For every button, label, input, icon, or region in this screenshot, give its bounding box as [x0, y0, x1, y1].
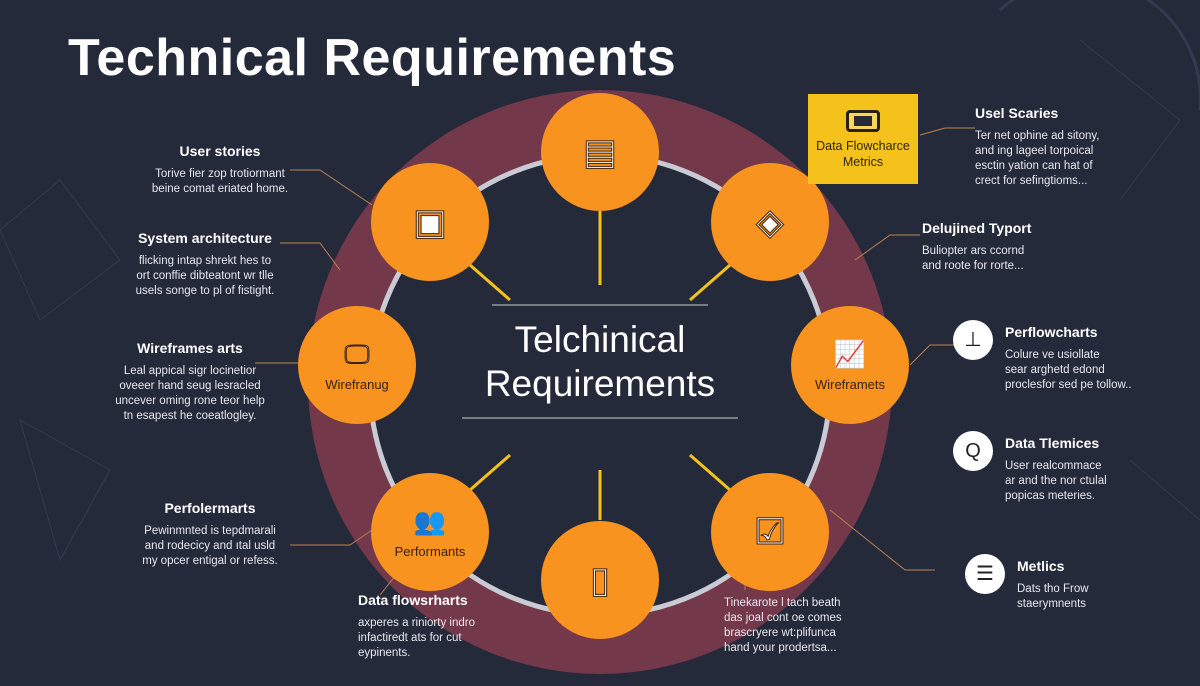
pin-icon: ⊥ [953, 320, 993, 360]
center-title: Telchinical Requirements [440, 318, 760, 406]
info-text: my opcer entigal or refess. [142, 555, 278, 567]
info-text: Buliopter ars ccornd [922, 245, 1025, 257]
info-text: Colure ve usiollate [1005, 349, 1100, 361]
info-text: crect for sefingtioms... [975, 175, 1088, 187]
info-text: esctin yation can hat of [975, 160, 1093, 172]
devices-icon: ▯ [590, 559, 610, 600]
node-circle [541, 93, 659, 211]
node-circle [711, 163, 829, 281]
users-icon: 👥 [414, 506, 446, 536]
info-text: hand your prodertsa... [724, 642, 837, 654]
info-text: ar and the nor ctulal [1005, 475, 1107, 487]
node[interactable]: ◈ [711, 163, 829, 281]
info-block: System architecture flicking intap shrekt… [105, 230, 305, 299]
info-text: Dats tho Frow [1017, 583, 1089, 595]
node-label: Wireframets [815, 377, 886, 392]
node[interactable]: 🖵 Wirefranug [298, 306, 416, 424]
info-text: beine comat eriated home. [151, 183, 289, 195]
center-title-line: Telchinical [514, 319, 686, 360]
info-text: Leal appical sigr locinetior [123, 365, 257, 377]
info-heading: Wireframes arts [137, 340, 243, 356]
info-text: flicking intap shrekt hes to [138, 255, 272, 267]
node-circle [541, 521, 659, 639]
info-text: Ter net ophine ad sitony, [975, 130, 1100, 142]
list-icon: ☰ [965, 554, 1005, 594]
node[interactable]: ▯ [541, 521, 659, 639]
node[interactable]: 📈 Wireframets [791, 306, 909, 424]
info-text: infactiredt ats for cut [358, 632, 462, 644]
node-circle [298, 306, 416, 424]
node-label: Performants [395, 544, 466, 559]
highlight-box-label: Data Flowcharce Metrics [816, 139, 910, 169]
background-network [0, 0, 1200, 562]
info-text: Pewinmnted is tepdmarali [144, 525, 276, 537]
info-text: ort conffie dibteatont wr tlle [136, 270, 274, 282]
search-icon: Q [953, 431, 993, 471]
info-text: popicas meteries. [1005, 490, 1096, 502]
info-heading: User stories [179, 143, 261, 159]
chip-icon: ◈ [756, 201, 784, 242]
info-heading: System architecture [138, 230, 272, 246]
info-text: and roote for rorte... [922, 260, 1024, 272]
node-circle [791, 306, 909, 424]
info-text: brascryere wt:plifunca [724, 627, 836, 639]
node[interactable]: ▣ [371, 163, 489, 281]
info-text: uncever oming rone teor help [115, 395, 265, 407]
document-icon: ▤ [583, 131, 617, 172]
info-heading: Data Tlemices [1005, 435, 1100, 451]
info-heading: Usel Scaries [975, 105, 1059, 121]
info-text: oveeer hand seug lesracled [119, 380, 261, 392]
info-text: staerymnents [1017, 598, 1087, 610]
info-text: Torive fier zop trotiormant [155, 168, 285, 180]
info-text: axperes a riniorty indro [358, 617, 475, 629]
info-text: Tinekarote l tach beath [724, 597, 841, 609]
info-heading: Delujined Typort [922, 220, 1032, 236]
info-heading: Metlics [1017, 558, 1065, 574]
info-text: eypinents. [358, 647, 411, 659]
info-block: Data flowsrharts axperes a riniorty indro… [358, 592, 498, 661]
monitor-icon: 🖵 [344, 339, 369, 369]
chart-icon: 📈 [834, 339, 866, 369]
checklist-icon: ☑ [754, 511, 786, 552]
node[interactable]: ▤ [541, 93, 659, 211]
info-heading: Data flowsrharts [358, 592, 468, 608]
info-heading: Perflowcharts [1005, 324, 1098, 340]
info-text: tn esapest he coeatlogley. [123, 410, 257, 422]
wireframe-icon: ▣ [413, 201, 447, 242]
info-heading: Perfolermarts [164, 500, 256, 516]
node-circle [371, 163, 489, 281]
info-text: usels songe to pl of fistight. [135, 285, 275, 297]
info-text: and ing lageel torpoical [975, 145, 1094, 157]
info-text: and rodecicy and ıtal usld [144, 540, 276, 552]
info-block: Tinekarote l tach beath das joal cont oe … [724, 596, 864, 656]
connectors [469, 210, 731, 520]
info-text: sear arghetd edond [1005, 364, 1105, 376]
highlight-box[interactable]: Data Flowcharce Metrics [808, 94, 918, 184]
node[interactable]: ☑ [711, 473, 829, 591]
node[interactable]: 👥 Performants [371, 473, 489, 591]
center-title-line: Requirements [484, 363, 716, 404]
info-text: proclesfor sed pe tollow.. [1005, 379, 1132, 391]
node-circle [711, 473, 829, 591]
screen-icon [846, 110, 880, 132]
info-text: das joal cont oe comes [724, 612, 842, 624]
info-text: User realcommace [1005, 460, 1102, 472]
page-title: Technical Requirements [68, 29, 677, 87]
node-circle [371, 473, 489, 591]
node-label: Wirefranug [325, 377, 389, 392]
